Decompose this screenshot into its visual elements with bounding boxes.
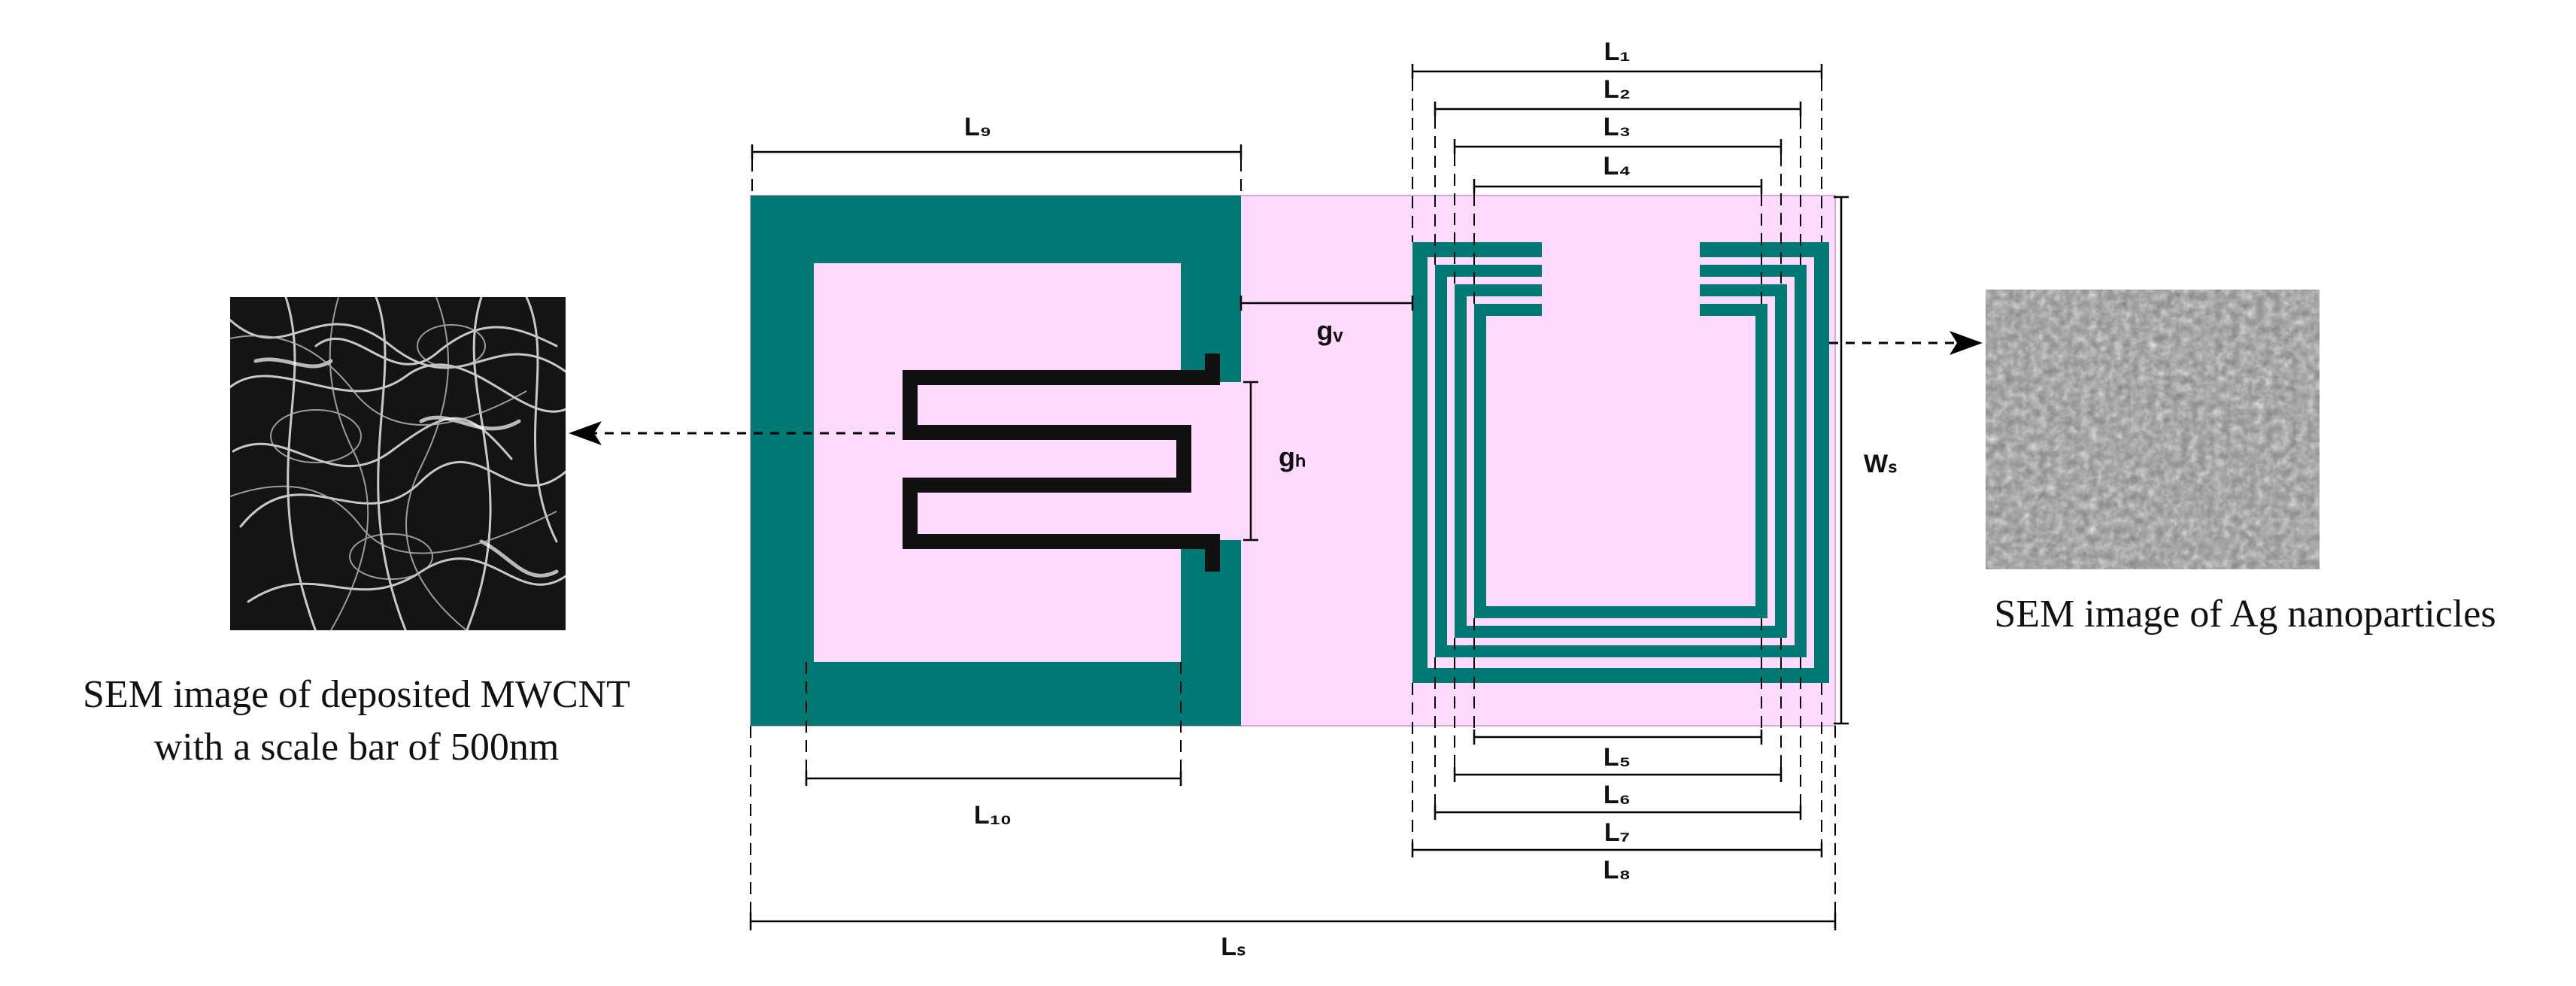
mwcnt-caption-line-2: with a scale bar of 500nm — [154, 726, 560, 769]
label-L5: L₅ — [1604, 743, 1631, 772]
dimension-L2 — [1434, 102, 1802, 265]
label-L4: L₄ — [1604, 152, 1631, 181]
dimension-L10 — [805, 662, 1182, 786]
mwcnt-sem-image — [230, 297, 566, 630]
dimension-Ws — [1834, 196, 1849, 725]
label-gv: gᵥ — [1316, 315, 1343, 346]
label-Ws: Wₛ — [1864, 450, 1898, 478]
dimension-L9 — [751, 144, 1242, 196]
ag-nanoparticles-sem-image — [1986, 290, 2320, 569]
dimension-Ls — [749, 726, 1837, 930]
label-L8: L₈ — [1604, 856, 1631, 884]
mwcnt-caption-line-1: SEM image of deposited MWCNT — [83, 673, 630, 716]
dimension-L4 — [1473, 179, 1763, 304]
interdigital-capacitor — [903, 353, 1220, 572]
label-gh: gₕ — [1279, 441, 1306, 472]
dimension-L1 — [1411, 64, 1823, 242]
dimension-L3 — [1453, 139, 1783, 284]
arrow-to-ag-image — [1829, 331, 1983, 355]
label-Ls: Lₛ — [1221, 933, 1246, 961]
dimension-gv — [1239, 296, 1414, 311]
label-L6: L₆ — [1604, 781, 1631, 809]
label-L9: L₉ — [964, 113, 991, 141]
dimension-gh — [1243, 381, 1258, 542]
label-L2: L₂ — [1604, 75, 1631, 104]
dimension-L8 — [1411, 683, 1823, 857]
label-L10: L₁₀ — [974, 801, 1012, 830]
label-L1: L₁ — [1604, 38, 1631, 66]
label-L3: L₃ — [1604, 113, 1631, 141]
ag-caption: SEM image of Ag nanoparticles — [1994, 593, 2496, 636]
dimension-L6 — [1453, 638, 1783, 782]
arrow-to-mwcnt-image — [569, 421, 895, 445]
left-square-ring-resonator — [751, 196, 1241, 726]
label-L7: L₇ — [1604, 818, 1630, 847]
dimension-L7 — [1434, 657, 1802, 820]
dimension-L5 — [1473, 618, 1763, 745]
